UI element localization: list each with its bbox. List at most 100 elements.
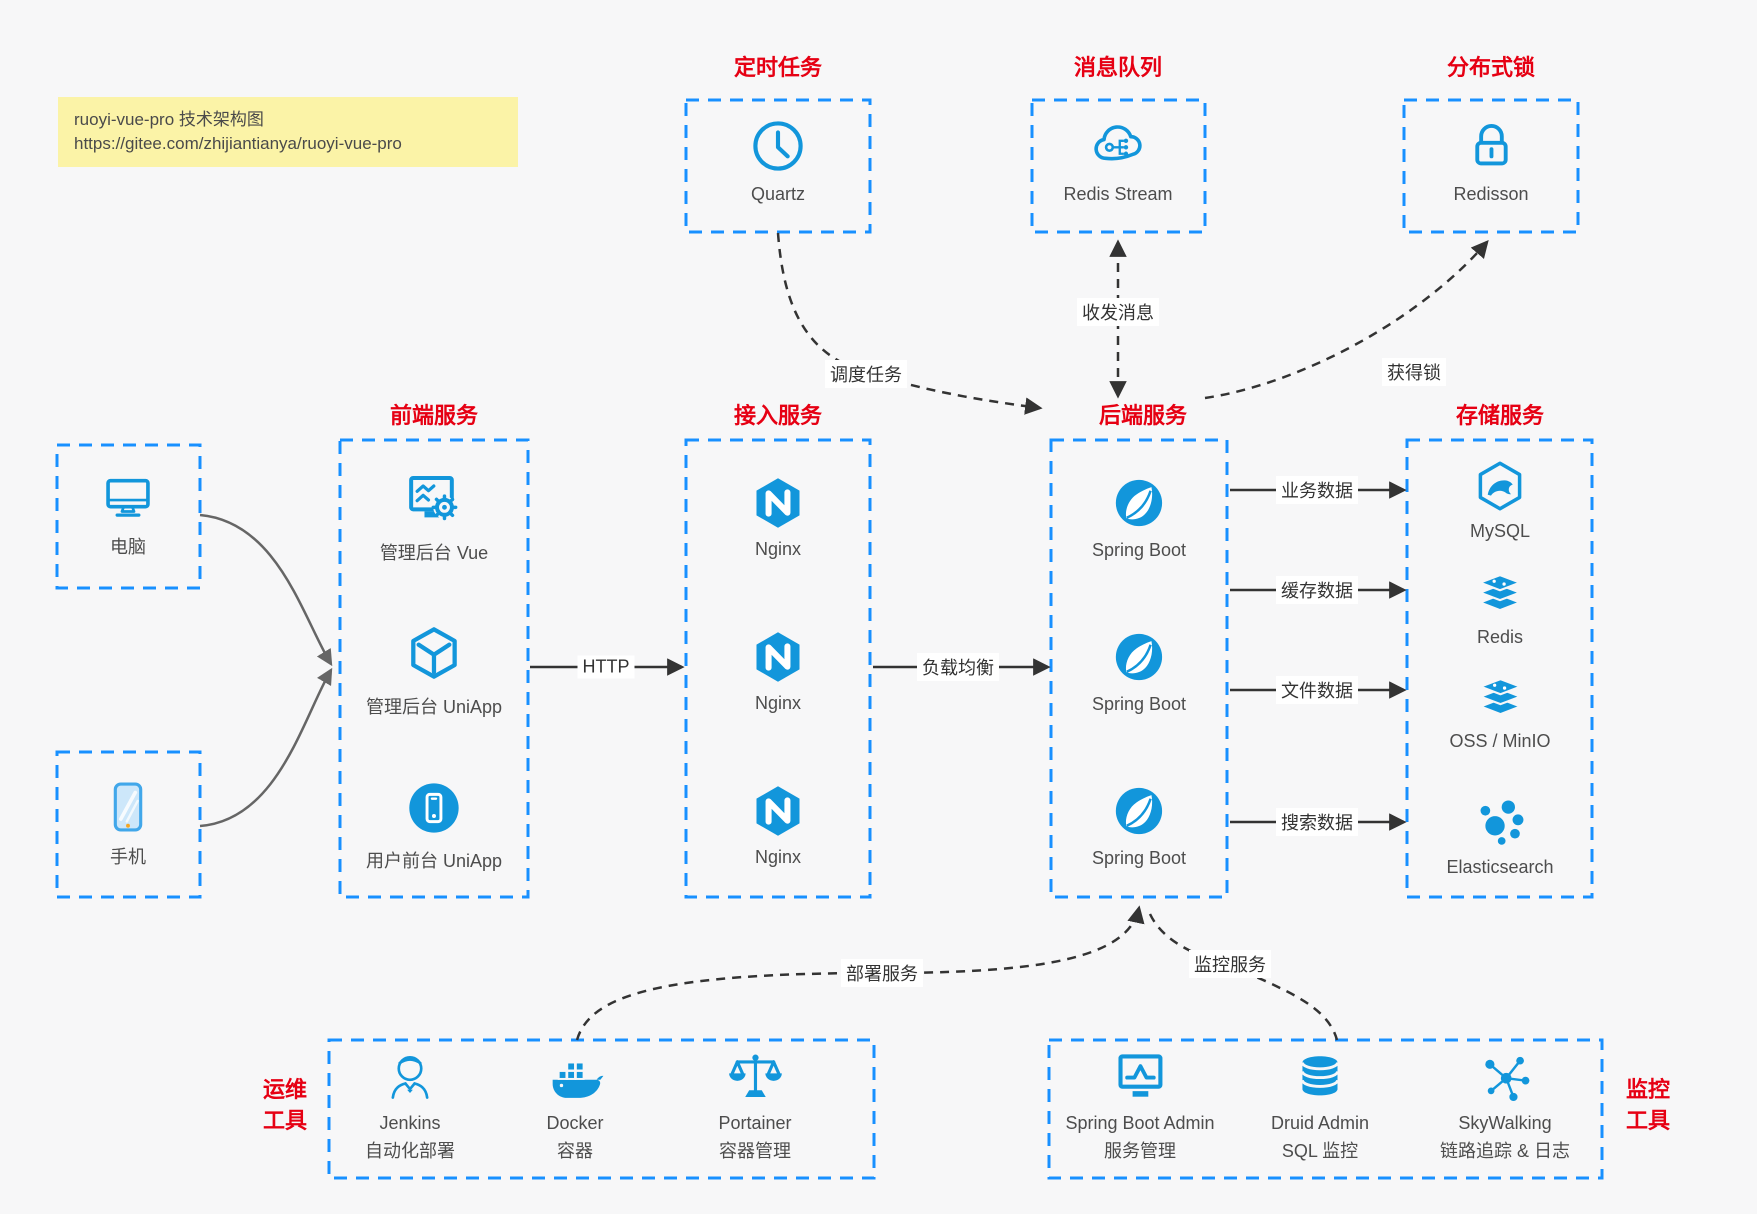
node-label: Redis	[1476, 627, 1524, 647]
spring-boot-icon	[1115, 479, 1163, 527]
node-spring-boot-admin: Spring Boot Admin 服务管理	[1065, 1048, 1215, 1163]
nginx-icon	[756, 786, 800, 836]
node-label: MySQL	[1469, 521, 1531, 541]
storage-group-box	[1405, 438, 1594, 899]
oss-icon	[1479, 678, 1521, 716]
mysql-icon	[1478, 461, 1522, 511]
node-label: Nginx	[754, 693, 802, 713]
edge-label-deploy: 部署服务	[841, 959, 923, 987]
edge-label-search-data: 搜索数据	[1276, 808, 1358, 836]
note-title: ruoyi-vue-pro 技术架构图	[74, 110, 264, 129]
group-title-scheduled-task: 定时任务	[733, 55, 823, 80]
node-quartz: Quartz	[747, 115, 809, 205]
note-url: https://gitee.com/zhijiantianya/ruoyi-vu…	[74, 134, 402, 153]
edge-label-schedule: 调度任务	[825, 360, 907, 388]
node-user-uniapp: 用户前台 UniApp	[366, 776, 502, 873]
node-sublabel: 自动化部署	[365, 1141, 455, 1161]
clock-icon	[753, 121, 803, 171]
sticky-note: ruoyi-vue-pro 技术架构图 https://gitee.com/zh…	[58, 83, 528, 167]
edge-label-acquire-lock: 获得锁	[1382, 358, 1446, 386]
node-spring-boot-1: Spring Boot	[1092, 473, 1186, 561]
node-label: Quartz	[750, 184, 806, 204]
group-title-distributed-lock: 分布式锁	[1446, 55, 1536, 80]
node-label: Nginx	[754, 847, 802, 867]
uniapp-cube-icon	[411, 627, 457, 679]
node-phone: 手机	[99, 778, 157, 869]
node-nginx-2: Nginx	[749, 628, 807, 714]
edge-computer-frontend	[199, 513, 333, 667]
phone-box	[55, 750, 202, 899]
edge-label-cache-data: 缓存数据	[1276, 576, 1358, 604]
node-jenkins: Jenkins 自动化部署	[365, 1048, 455, 1163]
node-redis-stream: Redis Stream	[1063, 115, 1173, 205]
node-sublabel: 容器	[557, 1141, 593, 1161]
node-sublabel: 链路追踪 & 日志	[1439, 1141, 1571, 1161]
node-label: Redis Stream	[1063, 184, 1173, 204]
user-app-icon	[409, 783, 459, 833]
node-redisson: Redisson	[1453, 115, 1529, 205]
phone-icon	[113, 782, 143, 832]
node-label: Redisson	[1453, 184, 1529, 204]
node-label: Docker	[546, 1113, 604, 1133]
frontend-group-box	[338, 438, 530, 899]
node-druid-admin: Druid Admin SQL 监控	[1271, 1048, 1369, 1163]
spring-boot-icon	[1115, 787, 1163, 835]
node-oss-minio: OSS / MinIO	[1449, 668, 1551, 752]
admin-vue-icon	[409, 476, 458, 521]
gateway-group-box	[684, 438, 872, 899]
node-docker: Docker 容器	[546, 1048, 604, 1163]
node-sublabel: 容器管理	[718, 1141, 791, 1161]
node-label: 管理后台 UniApp	[365, 697, 503, 717]
skywalking-icon	[1485, 1056, 1530, 1102]
node-portainer: Portainer 容器管理	[718, 1048, 792, 1163]
spring-boot-admin-icon	[1118, 1054, 1162, 1097]
group-title-frontend: 前端服务	[389, 403, 479, 428]
node-label: Druid Admin	[1270, 1113, 1370, 1133]
monitor-group-box	[1047, 1038, 1604, 1180]
node-sublabel: 服务管理	[1104, 1141, 1176, 1161]
quartz-group-box	[684, 98, 872, 234]
edge-label-load-balance: 负载均衡	[917, 653, 999, 681]
edge-phone-frontend	[199, 667, 333, 828]
node-label: Portainer	[718, 1113, 792, 1133]
node-elasticsearch: Elasticsearch	[1446, 792, 1554, 878]
redis-icon	[1479, 574, 1521, 612]
node-label: Spring Boot Admin	[1065, 1113, 1215, 1133]
node-skywalking: SkyWalking 链路追踪 & 日志	[1440, 1048, 1570, 1163]
edge-monitor	[1148, 913, 1339, 1041]
node-sublabel: SQL 监控	[1281, 1141, 1359, 1161]
computer-box	[55, 443, 202, 590]
edge-schedule-task	[776, 232, 1043, 415]
node-label: Spring Boot	[1091, 848, 1187, 868]
edge-label-business-data: 业务数据	[1276, 476, 1358, 504]
node-label: OSS / MinIO	[1449, 731, 1551, 751]
group-title-message-queue: 消息队列	[1073, 55, 1163, 80]
edge-label-file-data: 文件数据	[1276, 676, 1358, 704]
node-admin-vue: 管理后台 Vue	[380, 468, 488, 565]
group-title-storage: 存储服务	[1455, 403, 1545, 428]
backend-group-box	[1049, 438, 1229, 899]
node-label: 管理后台 Vue	[379, 543, 489, 563]
nginx-icon	[756, 478, 800, 528]
jenkins-icon	[391, 1055, 429, 1099]
group-title-ops-tools: 运维 工具	[263, 1074, 307, 1136]
node-label: SkyWalking	[1458, 1113, 1552, 1133]
node-label: 手机	[110, 847, 146, 867]
node-computer: 电脑	[99, 468, 157, 559]
lock-icon	[1474, 124, 1508, 166]
node-nginx-3: Nginx	[749, 782, 807, 868]
desktop-icon	[106, 478, 150, 517]
edge-acquire-lock	[1204, 240, 1489, 400]
node-spring-boot-3: Spring Boot	[1092, 781, 1186, 869]
node-label: Nginx	[754, 539, 802, 559]
node-mysql: MySQL	[1470, 458, 1530, 542]
druid-icon	[1301, 1056, 1339, 1096]
group-title-monitor-tools: 监控 工具	[1626, 1074, 1670, 1136]
spring-boot-icon	[1115, 633, 1163, 681]
group-title-gateway: 接入服务	[733, 403, 823, 428]
node-label: Spring Boot	[1091, 540, 1187, 560]
edge-label-http: HTTP	[577, 655, 635, 679]
portainer-icon	[728, 1054, 782, 1097]
node-label: Jenkins	[379, 1113, 441, 1133]
